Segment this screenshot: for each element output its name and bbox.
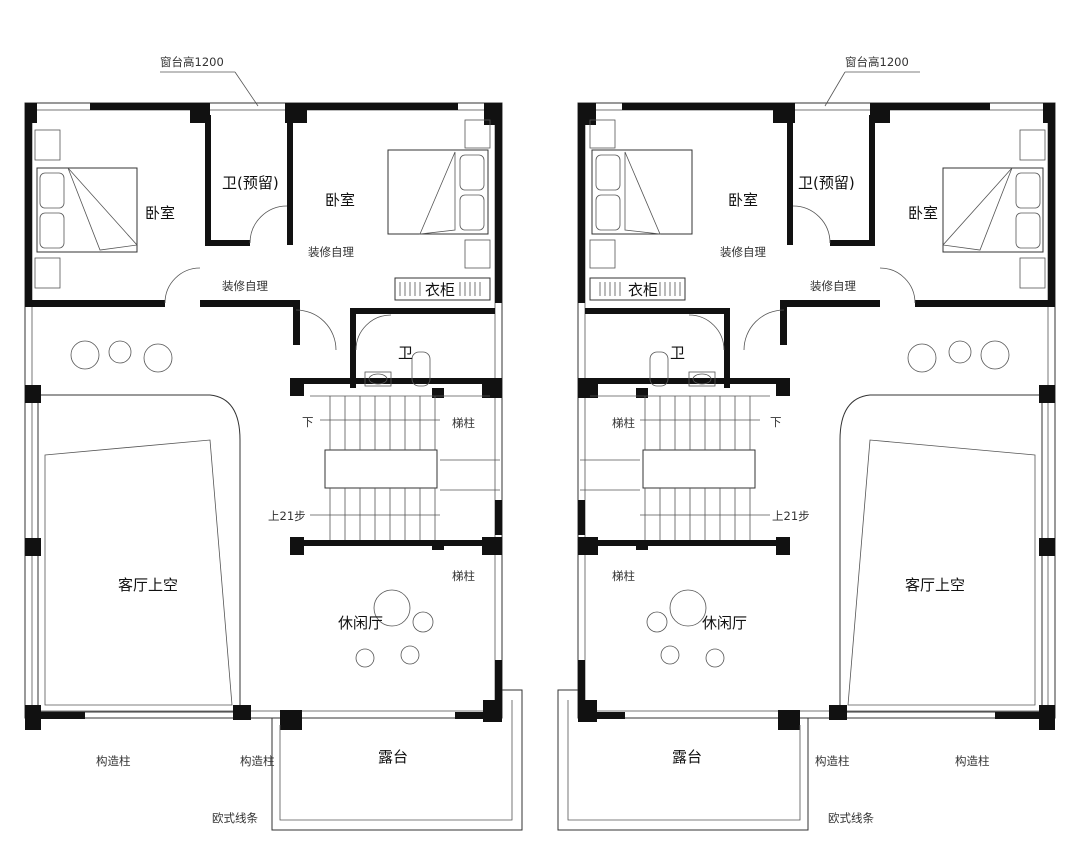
diy-decor-label-right-2: 装修自理 [810,279,856,293]
structural-column-label-right-2: 构造柱 [955,754,990,768]
stair-post-label-right-1: 梯柱 [612,416,635,430]
down-label-left: 下 [302,415,314,429]
stair-post-label-right-2: 梯柱 [612,569,635,583]
stair-post-label-left-1: 梯柱 [452,416,475,430]
bedroom-label-right-1: 卧室 [728,191,758,209]
euro-molding-label-right: 欧式线条 [828,811,874,825]
up-steps-label-left: 上21步 [268,509,306,523]
diy-decor-label-right-1: 装修自理 [720,245,766,259]
sill-height-label-left: 窗台高1200 [160,55,224,69]
living-void-label-right: 客厅上空 [905,576,965,594]
diy-decor-label-left-2: 装修自理 [308,245,354,259]
structural-column-label-left-1: 构造柱 [96,754,131,768]
sill-height-label-right: 窗台高1200 [845,55,909,69]
bath-label-right: 卫 [670,344,685,362]
wardrobe-label-left: 衣柜 [425,281,455,299]
bath-reserved-label-left: 卫(预留) [222,174,279,192]
lounge-label-right: 休闲厅 [702,614,747,632]
structural-column-label-left-2: 构造柱 [240,754,275,768]
up-steps-label-right: 上21步 [772,509,810,523]
bedroom-label-right-2: 卧室 [908,204,938,222]
diy-decor-label-left-1: 装修自理 [222,279,268,293]
bedroom-label-left-1: 卧室 [145,204,175,222]
bath-label-left: 卫 [398,344,413,362]
sill-height-leaders [160,71,920,107]
living-void-label-left: 客厅上空 [118,576,178,594]
down-label-right: 下 [770,415,782,429]
bedroom-label-left-2: 卧室 [325,191,355,209]
stair-post-label-left-2: 梯柱 [452,569,475,583]
bath-reserved-label-right: 卫(预留) [798,174,855,192]
structural-column-label-right-1: 构造柱 [815,754,850,768]
right-unit [557,102,1056,831]
lounge-label-left: 休闲厅 [338,614,383,632]
terrace-label-left: 露台 [378,748,408,766]
left-unit [24,102,523,831]
terrace-label-right: 露台 [672,748,702,766]
wardrobe-label-right: 衣柜 [628,281,658,299]
euro-molding-label-left: 欧式线条 [212,811,258,825]
